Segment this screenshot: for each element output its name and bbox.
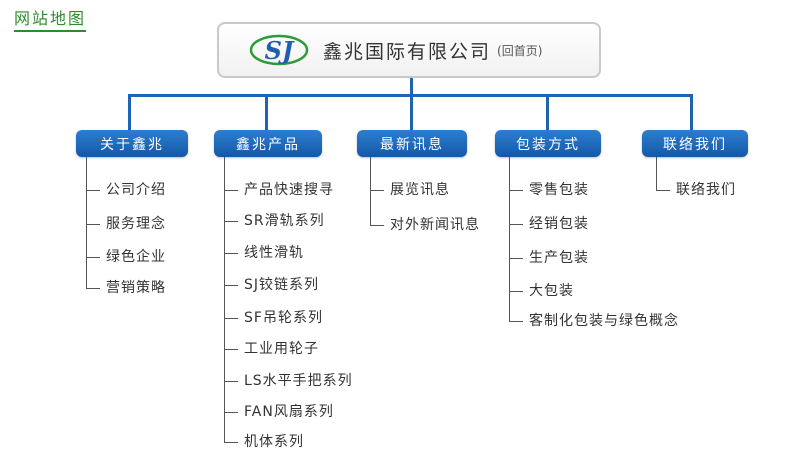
sitemap-link[interactable]: 产品快速搜寻 bbox=[244, 182, 334, 198]
connector-cat-0 bbox=[128, 94, 131, 130]
connector-trunk bbox=[410, 78, 413, 96]
connector-cat-2 bbox=[410, 94, 413, 130]
sitemap-link[interactable]: 展览讯息 bbox=[390, 182, 450, 198]
sitemap-link[interactable]: 对外新闻讯息 bbox=[390, 217, 480, 233]
sitemap-link[interactable]: 生产包装 bbox=[529, 250, 589, 266]
category-contact-label: 联络我们 bbox=[663, 136, 727, 153]
connector-cat-4 bbox=[690, 94, 693, 130]
company-name: 鑫兆国际有限公司 bbox=[323, 40, 492, 63]
category-news-label: 最新讯息 bbox=[380, 136, 444, 153]
tree-line-about bbox=[86, 157, 87, 288]
category-products-label: 鑫兆产品 bbox=[236, 136, 300, 153]
sitemap-link[interactable]: SR滑轨系列 bbox=[244, 213, 325, 229]
sitemap-link[interactable]: 经销包装 bbox=[529, 216, 589, 232]
category-packaging[interactable]: 包装方式 bbox=[495, 130, 601, 157]
sitemap-link[interactable]: 线性滑轨 bbox=[244, 245, 304, 261]
sitemap-link[interactable]: SJ铰链系列 bbox=[244, 277, 320, 293]
sitemap-link[interactable]: 工业用轮子 bbox=[244, 341, 319, 357]
category-about[interactable]: 关于鑫兆 bbox=[76, 130, 188, 157]
sitemap-link[interactable]: 营销策略 bbox=[106, 280, 166, 296]
sitemap-link[interactable]: 大包装 bbox=[529, 283, 574, 299]
company-logo-icon: SJ bbox=[249, 34, 309, 66]
home-node[interactable]: SJ 鑫兆国际有限公司 (回首页) bbox=[217, 22, 601, 78]
sitemap-link[interactable]: 零售包装 bbox=[529, 182, 589, 198]
category-packaging-label: 包装方式 bbox=[516, 136, 580, 153]
logo-text: SJ bbox=[265, 36, 295, 65]
category-about-label: 关于鑫兆 bbox=[100, 136, 164, 153]
sitemap-link[interactable]: 服务理念 bbox=[106, 216, 166, 232]
home-link[interactable]: (回首页) bbox=[497, 43, 543, 58]
sitemap-link[interactable]: 联络我们 bbox=[676, 182, 736, 198]
sitemap-link[interactable]: 公司介绍 bbox=[106, 182, 166, 198]
category-products[interactable]: 鑫兆产品 bbox=[214, 130, 322, 157]
tree-line-contact bbox=[656, 157, 657, 191]
sitemap-link[interactable]: LS水平手把系列 bbox=[244, 373, 353, 389]
sitemap-link[interactable]: 客制化包装与绿色概念 bbox=[529, 313, 679, 329]
category-contact[interactable]: 联络我们 bbox=[642, 130, 748, 157]
sitemap-link[interactable]: 绿色企业 bbox=[106, 249, 166, 265]
connector-cat-3 bbox=[546, 94, 549, 130]
tree-line-packaging bbox=[509, 157, 510, 322]
category-news[interactable]: 最新讯息 bbox=[357, 130, 467, 157]
connector-cat-1 bbox=[265, 94, 268, 130]
tree-line-news bbox=[370, 157, 371, 226]
page-title: 网站地图 bbox=[14, 9, 87, 32]
sitemap-link[interactable]: SF吊轮系列 bbox=[244, 310, 323, 326]
sitemap-link[interactable]: 机体系列 bbox=[244, 434, 304, 450]
tree-line-products bbox=[224, 157, 225, 442]
sitemap-link[interactable]: FAN风扇系列 bbox=[244, 404, 334, 420]
